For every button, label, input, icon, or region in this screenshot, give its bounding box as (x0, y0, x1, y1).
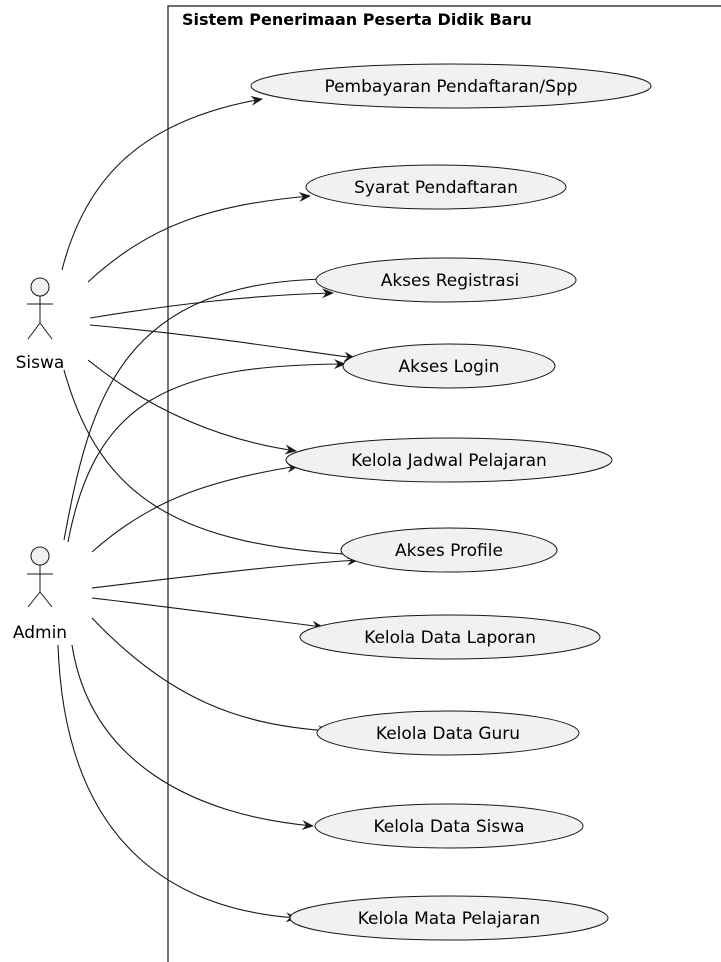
use-case-kelola-mata-pelajaran[interactable]: Kelola Mata Pelajaran (289, 895, 609, 941)
actor-label: Siswa (16, 353, 65, 373)
association-siswa-uc3 (89, 288, 334, 319)
use-cases: Pembayaran Pendaftaran/Spp Syarat Pendaf… (250, 63, 652, 941)
actor-stick-figure-icon (27, 546, 53, 608)
association-siswa-uc5 (87, 359, 297, 455)
use-case-label: Pembayaran Pendaftaran/Spp (324, 77, 577, 97)
association-admin-uc6 (91, 555, 359, 589)
use-case-label: Akses Login (399, 357, 500, 377)
use-case-label: Akses Profile (395, 541, 503, 561)
association-lines (57, 95, 359, 923)
use-case-label: Syarat Pendaftaran (354, 178, 518, 198)
association-admin-uc5 (91, 462, 299, 553)
actor-siswa[interactable]: Siswa (16, 277, 65, 373)
use-case-akses-login[interactable]: Akses Login (342, 343, 556, 389)
use-case-label: Akses Registrasi (381, 271, 520, 291)
use-case-pembayaran[interactable]: Pembayaran Pendaftaran/Spp (250, 63, 652, 109)
use-case-akses-profile[interactable]: Akses Profile (340, 527, 558, 573)
system-title: Sistem Penerimaan Peserta Didik Baru (182, 10, 532, 29)
use-case-label: Kelola Mata Pelajaran (358, 909, 541, 929)
use-case-kelola-data-laporan[interactable]: Kelola Data Laporan (299, 614, 601, 660)
association-admin-uc3 (63, 274, 333, 541)
actor-admin[interactable]: Admin (13, 546, 67, 643)
association-siswa-uc6 (63, 369, 359, 560)
use-case-kelola-jadwal[interactable]: Kelola Jadwal Pelajaran (285, 437, 613, 483)
system-boundary: Sistem Penerimaan Peserta Didik Baru (167, 5, 721, 962)
use-case-akses-registrasi[interactable]: Akses Registrasi (315, 257, 577, 303)
use-case-kelola-data-siswa[interactable]: Kelola Data Siswa (314, 803, 584, 849)
use-case-label: Kelola Data Laporan (364, 628, 536, 648)
use-case-label: Kelola Data Siswa (373, 817, 524, 837)
association-admin-uc4 (67, 359, 346, 543)
use-case-kelola-data-guru[interactable]: Kelola Data Guru (316, 710, 580, 756)
use-case-label: Kelola Data Guru (376, 724, 520, 744)
association-siswa-uc4 (89, 324, 356, 362)
actor-label: Admin (13, 623, 67, 643)
use-case-label: Kelola Jadwal Pelajaran (351, 451, 547, 471)
actor-stick-figure-icon (27, 277, 53, 340)
association-admin-uc10 (57, 644, 298, 923)
association-admin-uc8 (91, 617, 330, 736)
association-admin-uc7 (91, 597, 324, 631)
association-siswa-uc2 (87, 192, 311, 283)
association-admin-uc9 (71, 644, 314, 830)
association-siswa-uc1 (61, 95, 263, 271)
use-case-syarat-pendaftaran[interactable]: Syarat Pendaftaran (305, 164, 567, 210)
